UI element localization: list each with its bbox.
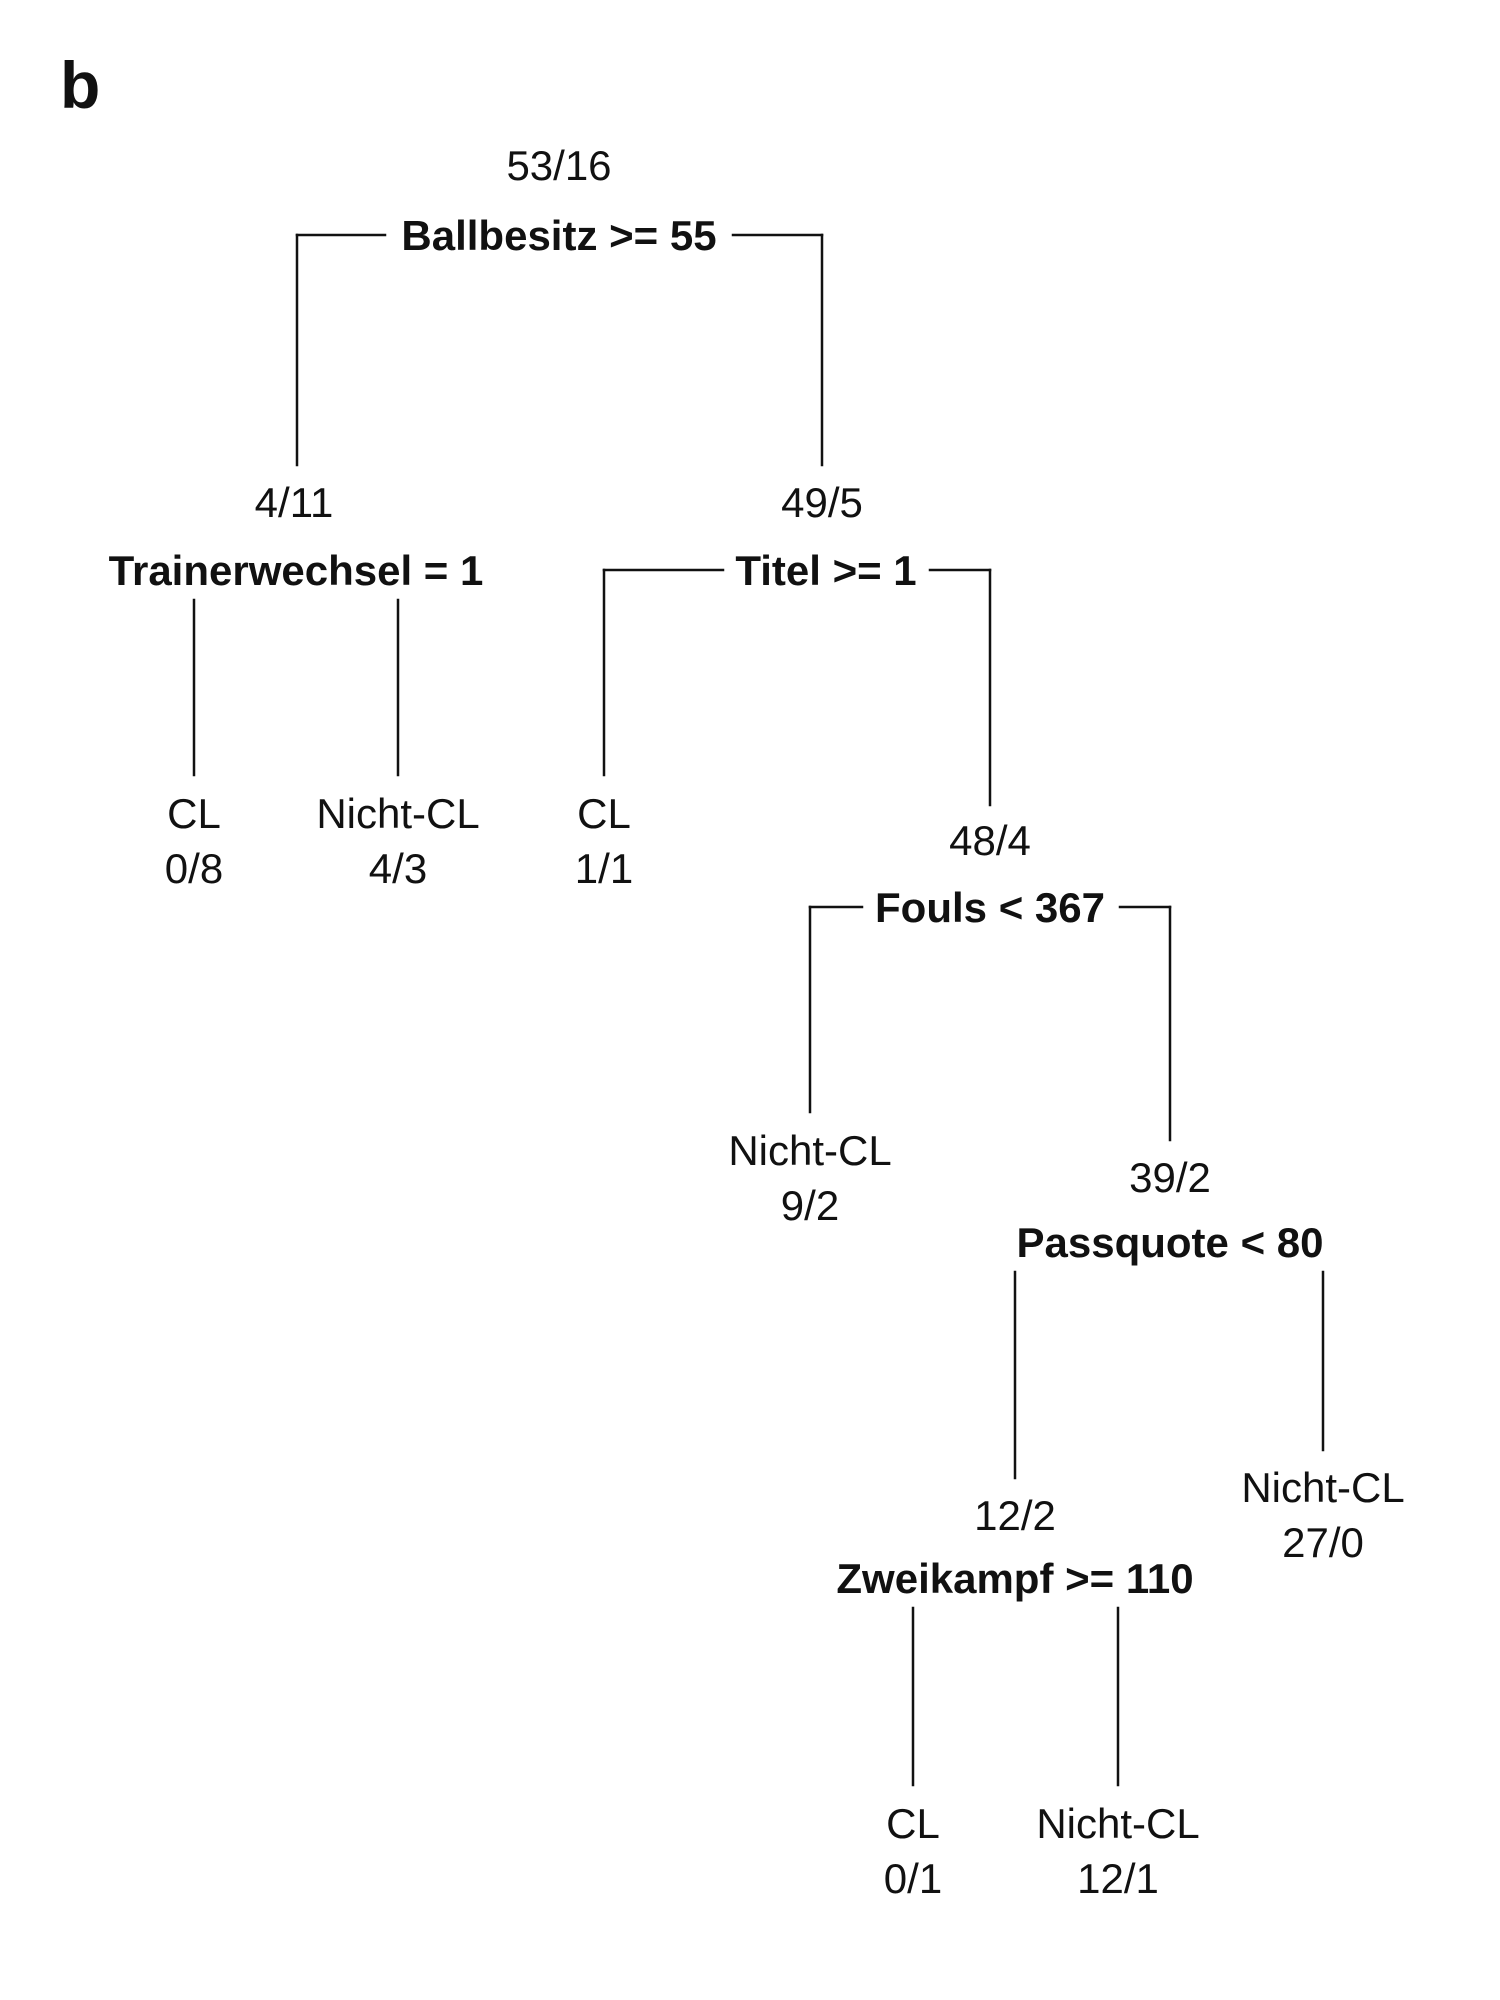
- leaf-cl-label: CL: [577, 790, 631, 837]
- root-condition: Ballbesitz >= 55: [401, 212, 716, 259]
- leaf-nicht-cl-label: Nicht-CL: [1241, 1464, 1404, 1511]
- tree-edges: [192, 233, 1325, 1787]
- tree-nodes: 53/16 Ballbesitz >= 55 4/11 Trainerwechs…: [109, 142, 1405, 1902]
- leaf-nicht-cl-label: Nicht-CL: [728, 1127, 891, 1174]
- leaf-nicht-cl-label: Nicht-CL: [316, 790, 479, 837]
- leaf-nicht-cl-counts: 27/0: [1282, 1519, 1364, 1566]
- zweikampf-condition: Zweikampf >= 110: [836, 1555, 1193, 1602]
- zweikampf-counts: 12/2: [974, 1492, 1056, 1539]
- panel-label: b: [60, 48, 101, 122]
- fouls-condition: Fouls < 367: [875, 884, 1105, 931]
- leaf-nicht-cl-counts: 12/1: [1077, 1855, 1159, 1902]
- leaf-cl-label: CL: [886, 1800, 940, 1847]
- leaf-nicht-cl-counts: 4/3: [369, 845, 427, 892]
- titel-condition: Titel >= 1: [735, 547, 916, 594]
- trainerwechsel-condition: Trainerwechsel = 1: [109, 547, 484, 594]
- fouls-counts: 48/4: [949, 817, 1031, 864]
- passquote-counts: 39/2: [1129, 1154, 1211, 1201]
- leaf-cl-counts: 0/1: [884, 1855, 942, 1902]
- leaf-cl-label: CL: [167, 790, 221, 837]
- root-counts: 53/16: [506, 142, 611, 189]
- leaf-cl-counts: 0/8: [165, 845, 223, 892]
- leaf-nicht-cl-counts: 9/2: [781, 1182, 839, 1229]
- leaf-cl-counts: 1/1: [575, 845, 633, 892]
- titel-counts: 49/5: [781, 479, 863, 526]
- leaf-nicht-cl-label: Nicht-CL: [1036, 1800, 1199, 1847]
- passquote-condition: Passquote < 80: [1017, 1219, 1324, 1266]
- trainerwechsel-counts: 4/11: [255, 479, 334, 526]
